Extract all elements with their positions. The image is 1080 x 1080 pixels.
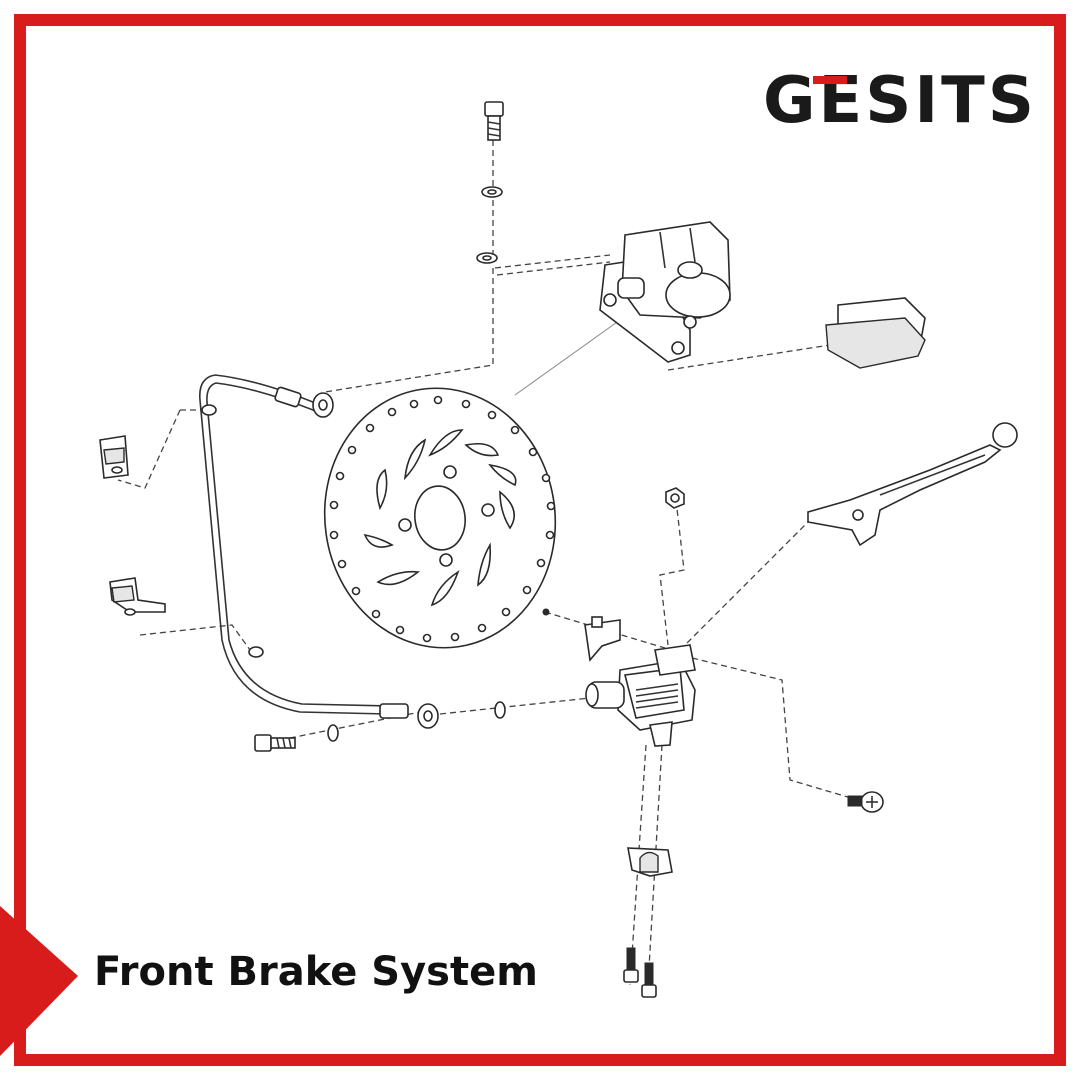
banjo-bolt-lower (254, 734, 296, 752)
master-cylinder (585, 644, 696, 747)
corner-triangle (0, 906, 78, 1056)
diagram-title: Front Brake System (94, 949, 538, 995)
brake-disc (323, 387, 557, 649)
lever-nut (665, 487, 685, 509)
clamp-bolts (623, 947, 657, 998)
brand-logo: GESITS (763, 68, 1037, 134)
brake-lever (807, 422, 1018, 547)
disc-holes (329, 395, 556, 643)
brake-switch (542, 608, 621, 662)
handlebar-clamp (627, 847, 673, 877)
brake-caliper (599, 221, 731, 363)
hose-clamps (99, 435, 166, 616)
brand-logo-accent (813, 76, 847, 84)
banjo-bolt-upper (484, 101, 504, 141)
lever-pivot-screw (847, 791, 884, 813)
sealing-washers (327, 186, 506, 742)
brand-logo-text: GESITS (763, 64, 1037, 138)
brake-pads (825, 297, 926, 369)
brake-hose (198, 374, 439, 729)
